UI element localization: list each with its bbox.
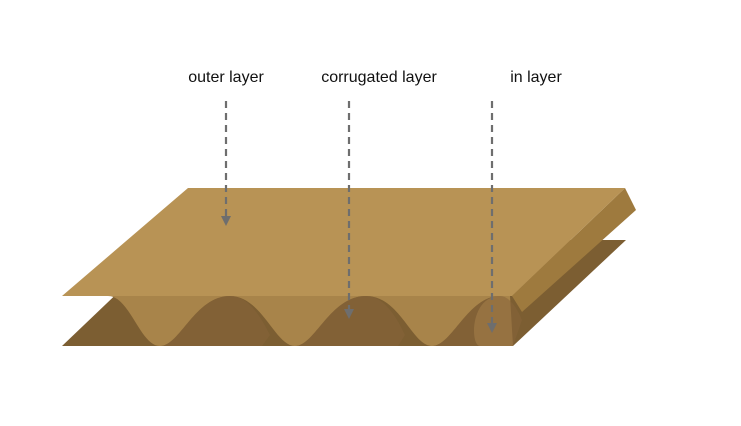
corrugated-medium-shadow xyxy=(160,296,522,346)
outer-layer-label: outer layer xyxy=(188,69,264,86)
in-layer-label: in layer xyxy=(510,69,562,86)
in-layer-arrow xyxy=(487,101,497,333)
corrugated-layer-arrow xyxy=(344,101,354,319)
outer-layer-arrow xyxy=(221,101,231,226)
corrugated-medium xyxy=(108,296,513,346)
top-sheet-side-edge xyxy=(512,188,636,312)
outer-liner-sheet xyxy=(62,188,625,296)
corrugated-layer-label: corrugated layer xyxy=(321,69,437,86)
